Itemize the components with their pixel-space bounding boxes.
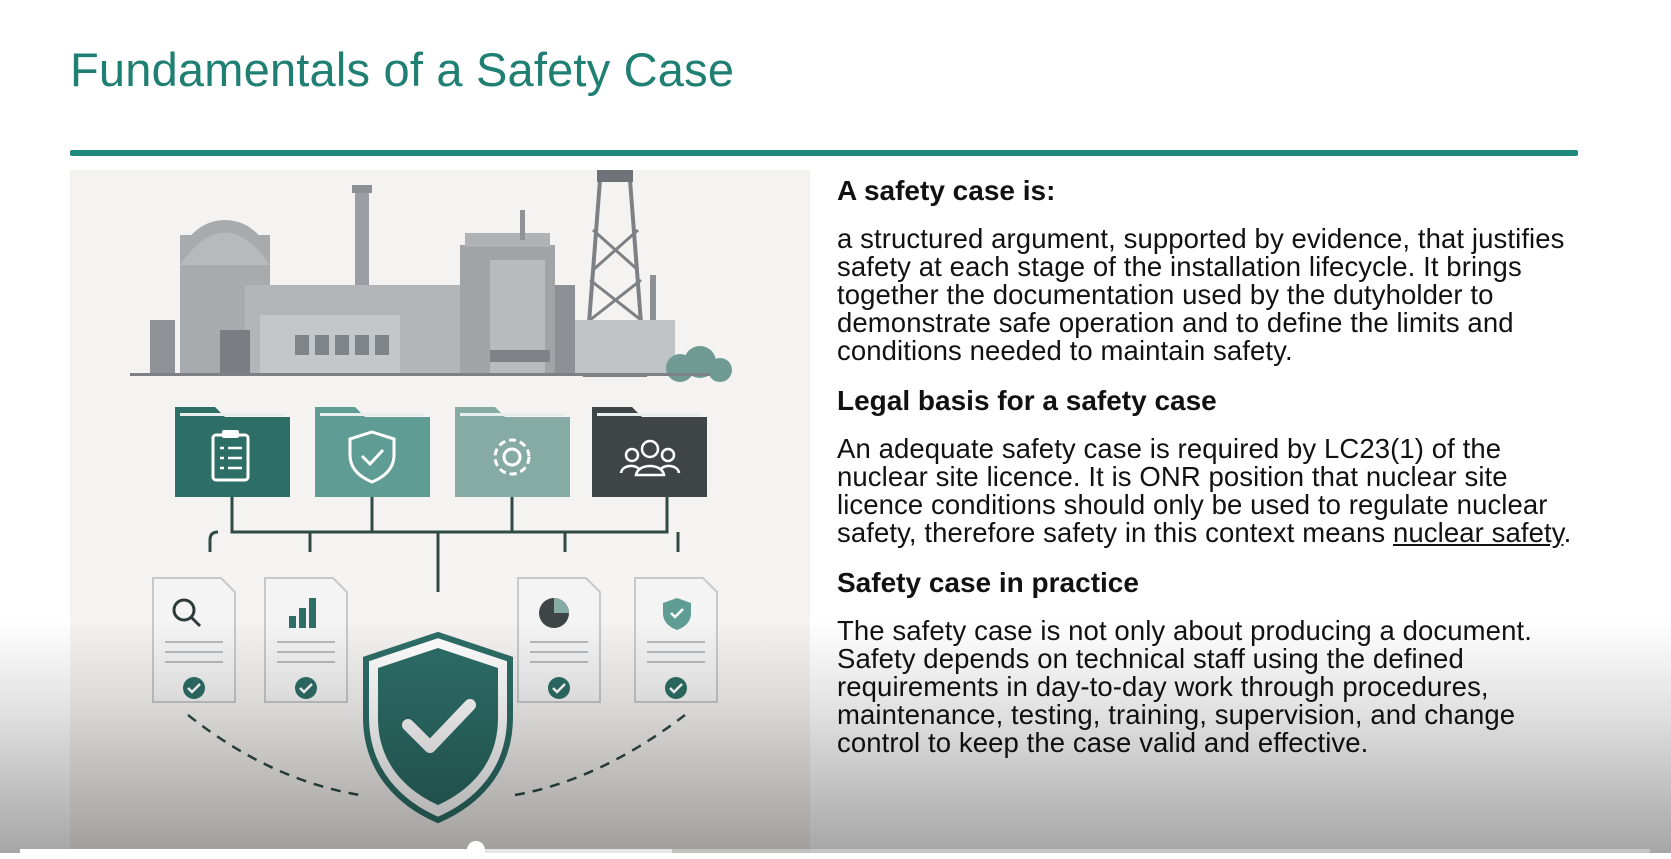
section-paragraph-definition: a structured argument, supported by evid… — [837, 223, 1565, 366]
shield-check-icon — [363, 631, 513, 824]
section-heading-practice: Safety case in practice — [837, 567, 1139, 598]
shield-document-icon — [634, 577, 718, 703]
section-heading-definition: A safety case is: — [837, 175, 1056, 206]
people-folder-icon — [592, 407, 707, 497]
safety-case-illustration — [70, 170, 810, 853]
section-paragraph-practice: The safety case is not only about produc… — [837, 615, 1532, 758]
video-progress-bar[interactable] — [20, 841, 1650, 859]
section-heading-legal-basis: Legal basis for a safety case — [837, 385, 1217, 416]
pie-chart-document-icon — [517, 577, 601, 703]
nuclear-safety-underlined: nuclear safety — [1393, 517, 1564, 548]
dashed-arc — [187, 714, 686, 797]
legal-basis-period: . — [1563, 517, 1572, 548]
gear-folder-icon — [455, 407, 570, 497]
slide-title: Fundamentals of a Safety Case — [70, 43, 735, 96]
clipboard-folder-icon — [175, 407, 290, 497]
shield-folder-icon — [315, 407, 430, 497]
text-column: A safety case is: a structured argument,… — [837, 175, 1582, 777]
section-paragraph-legal-basis: An adequate safety case is required by L… — [837, 435, 1582, 547]
search-document-icon — [152, 577, 236, 703]
connector-lines — [208, 497, 680, 592]
nuclear-plant-icon — [130, 170, 732, 382]
bar-chart-document-icon — [264, 577, 348, 703]
video-scrubber-handle[interactable] — [467, 841, 486, 859]
legal-basis-text: An adequate safety case is required by L… — [837, 433, 1548, 548]
video-played-bar — [20, 849, 477, 853]
title-divider — [70, 150, 1578, 156]
